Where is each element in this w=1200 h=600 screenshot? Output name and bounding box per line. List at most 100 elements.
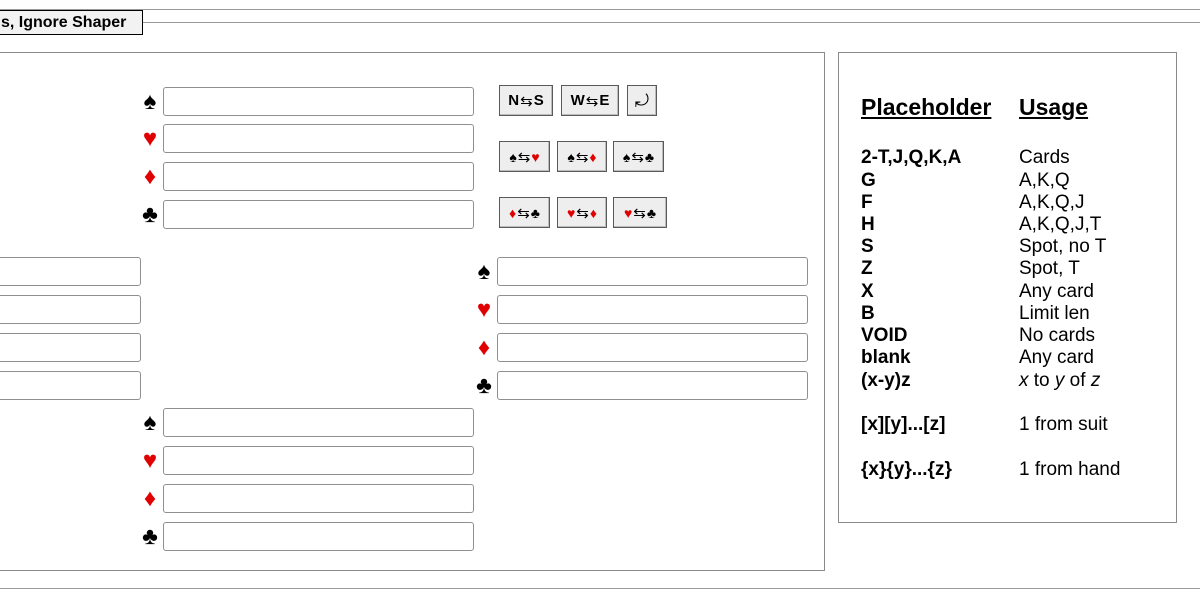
south-spade-icon: ♠ [143,409,157,436]
legend-placeholder: Z [861,258,873,279]
swap-hearts-clubs-button[interactable]: ♥⇆♣ [613,197,667,228]
swap-arrow-icon: ⇆ [585,92,599,110]
legend-placeholder: B [861,303,875,324]
swap-diamonds-clubs-button[interactable]: ♦⇆♣ [499,197,550,228]
top-border [0,9,1200,10]
club-icon: ♣ [644,148,655,165]
legend-placeholder: 2-T,J,Q,K,A [861,147,962,168]
usage-var-x: x [1019,370,1029,391]
legend-usage: 1 from suit [1019,414,1108,435]
legend-panel [838,52,1177,523]
north-spade-icon: ♠ [143,88,157,115]
swap-spades-diamonds-button[interactable]: ♠⇆♦ [557,141,607,172]
east-diamonds-input[interactable] [497,333,808,362]
legend-usage: 1 from hand [1019,459,1121,480]
legend-placeholder: X [861,281,874,302]
north-spades-input[interactable] [163,87,474,116]
east-spade-icon: ♠ [477,258,491,285]
legend-placeholder: VOID [861,325,908,346]
legend-usage: Cards [1019,147,1070,168]
diamond-icon: ♦ [509,204,517,221]
north-clubs-input[interactable] [163,200,474,229]
west-diamonds-input[interactable] [0,333,141,362]
swap-spades-clubs-button[interactable]: ♠⇆♣ [613,141,664,172]
fieldset-border [143,22,1200,23]
legend-usage: A,K,Q,J [1019,192,1085,213]
south-club-icon: ♣ [142,523,158,550]
legend-usage: Any card [1019,347,1094,368]
usage-var-z: z [1090,370,1101,391]
legend-usage: A,K,Q,J,T [1019,214,1102,235]
heart-icon: ♥ [623,204,633,221]
south-diamonds-input[interactable] [163,484,474,513]
legend-placeholder: (x-y)z [861,370,911,391]
usage-word-to: to [1028,370,1055,391]
diamond-icon: ♦ [589,204,598,221]
swap-arrow-icon: ⇆ [631,148,644,166]
spade-icon: ♠ [567,148,575,165]
north-club-icon: ♣ [142,201,158,228]
legend-placeholder: G [861,170,876,191]
swap-we-right-label: E [599,92,610,109]
south-diamond-icon: ♦ [143,485,157,512]
north-heart-icon: ♥ [142,125,158,152]
legend-usage: x to y of z [1019,370,1100,392]
swap-spades-hearts-button[interactable]: ♠⇆♥ [499,141,550,172]
spade-icon: ♠ [622,148,631,165]
north-diamonds-input[interactable] [163,162,474,191]
legend-usage: Any card [1019,281,1094,302]
west-spades-input[interactable] [0,257,141,286]
swap-ns-button[interactable]: N⇆S [499,85,553,116]
legend-placeholder: S [861,236,874,257]
swap-arrow-icon: ⇆ [633,204,646,222]
club-icon: ♣ [530,204,540,221]
legend-placeholder: blank [861,347,911,368]
legend-header-usage: Usage [1019,94,1089,120]
east-club-icon: ♣ [476,372,492,399]
swap-we-left-label: W [570,92,585,109]
east-hearts-input[interactable] [497,295,808,324]
east-clubs-input[interactable] [497,371,808,400]
swap-arrow-icon: ⇆ [520,92,533,110]
legend-usage: No cards [1019,325,1096,346]
swap-ns-left-label: N [508,92,520,109]
hands-panel [0,52,825,571]
club-icon: ♣ [646,204,657,221]
legend-placeholder: H [861,214,875,235]
legend-usage: A,K,Q [1019,170,1070,191]
south-clubs-input[interactable] [163,522,474,551]
swap-arrow-icon: ⇆ [517,148,531,166]
south-hearts-input[interactable] [163,446,474,475]
swap-arrow-icon: ⇆ [517,204,530,222]
legend-header-placeholder: Placeholder [861,94,992,120]
diamond-icon: ♦ [589,148,597,165]
west-hearts-input[interactable] [0,295,141,324]
swap-ns-right-label: S [533,92,544,109]
east-spades-input[interactable] [497,257,808,286]
heart-icon: ♥ [531,148,540,165]
west-clubs-input[interactable] [0,371,141,400]
ignore-shaper-toggle[interactable]: s, Ignore Shaper [0,10,143,35]
swap-hearts-diamonds-button[interactable]: ♥⇆♦ [557,197,607,228]
swap-arrow-icon: ⇆ [575,148,589,166]
legend-placeholder: {x}{y}...{z} [861,459,952,480]
spade-icon: ♠ [509,148,517,165]
swap-we-button[interactable]: W⇆E [561,85,619,116]
legend-usage: Spot, no T [1019,236,1107,257]
bottom-border [0,588,1200,589]
rotate-button[interactable]: ⤾ [627,85,657,116]
south-spades-input[interactable] [163,408,474,437]
swap-arrow-icon: ⇆ [576,204,589,222]
legend-usage: Spot, T [1019,258,1080,279]
usage-var-y: y [1054,370,1065,391]
east-heart-icon: ♥ [476,296,492,323]
rotate-icon: ⤾ [634,90,650,110]
legend-placeholder: [x][y]...[z] [861,414,946,435]
legend-usage: Limit len [1019,303,1090,324]
north-hearts-input[interactable] [163,124,474,153]
legend-placeholder: F [861,192,873,213]
north-diamond-icon: ♦ [143,163,157,190]
east-diamond-icon: ♦ [477,334,491,361]
heart-icon: ♥ [566,204,576,221]
usage-word-of: of [1064,370,1091,391]
